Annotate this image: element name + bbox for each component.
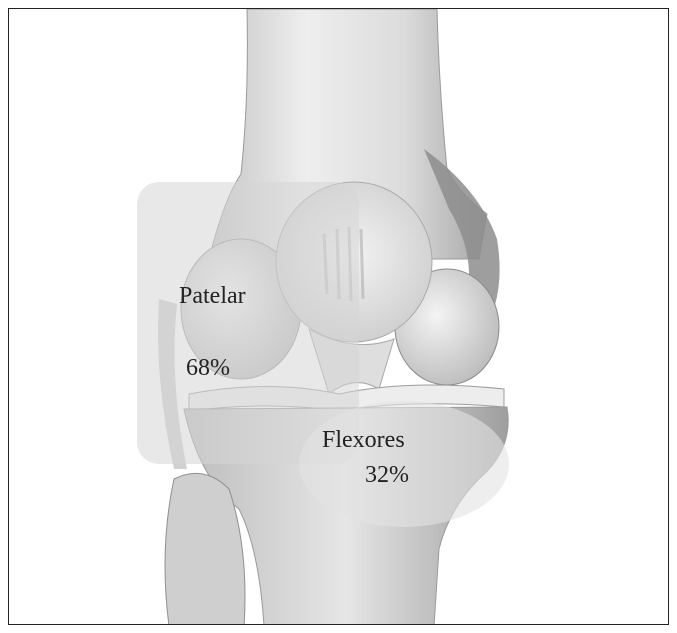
flexors-value: 32% xyxy=(365,462,409,489)
knee-illustration xyxy=(9,9,669,625)
patellar-region xyxy=(137,182,359,464)
patellar-value: 68% xyxy=(186,355,230,382)
flexors-label: Flexores xyxy=(322,427,405,454)
figure-frame: Patelar 68% Flexores 32% xyxy=(8,8,669,625)
patellar-label: Patelar xyxy=(179,283,246,310)
